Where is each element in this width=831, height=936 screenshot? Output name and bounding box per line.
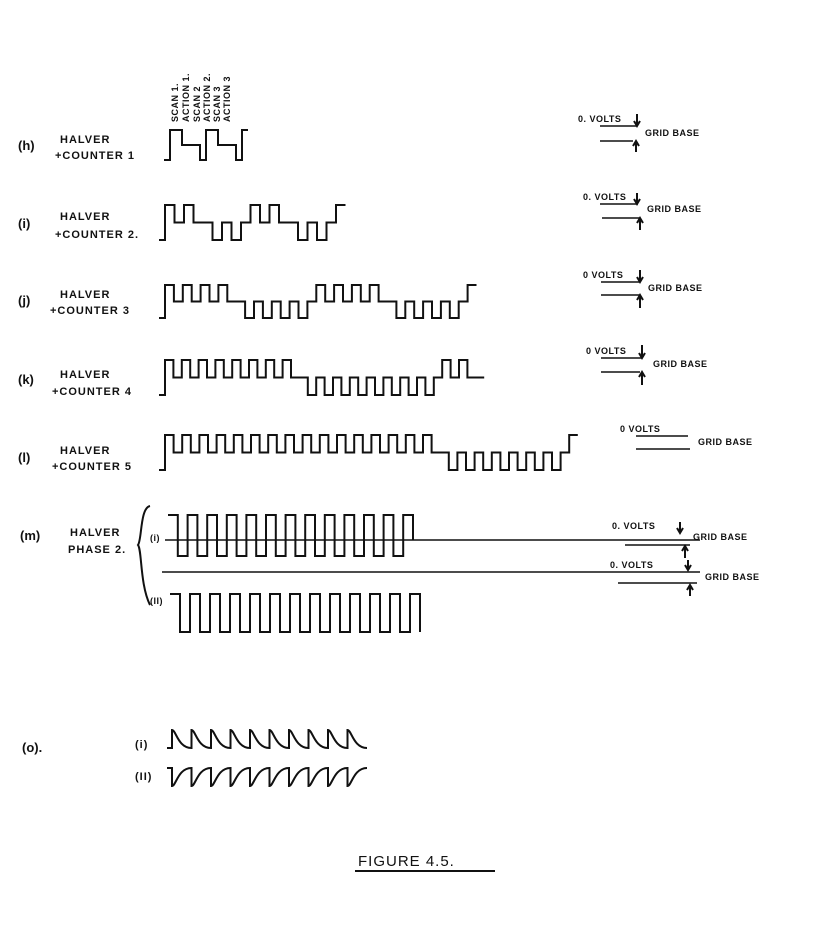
- column-label-action-1: ACTION 1.: [181, 73, 191, 122]
- zero-volts-label: 0 VOLTS: [583, 270, 623, 280]
- row-tag: (l): [18, 450, 30, 465]
- row-label-line1: HALVER: [60, 134, 110, 146]
- zero-volts-label: 0. VOLTS: [610, 560, 653, 570]
- zero-volts-label: 0 VOLTS: [586, 346, 626, 356]
- row-tag: (h): [18, 138, 35, 153]
- waveform-i: [159, 204, 346, 241]
- annotation-h: 0. VOLTS GRID BASE: [578, 114, 700, 142]
- grid-base-label: GRID BASE: [653, 359, 708, 369]
- arrow-up-icon: [636, 216, 644, 230]
- zero-volts-label: 0. VOLTS: [578, 114, 621, 124]
- waveform-m-ii: [170, 593, 421, 633]
- brace: [136, 505, 151, 606]
- annotation-l: 0 VOLTS GRID BASE: [620, 424, 753, 450]
- sub-label-i: (i): [150, 533, 160, 543]
- arrow-down-icon: [638, 345, 646, 360]
- arrow-up-icon: [636, 293, 644, 308]
- row-label-line1: HALVER: [60, 211, 110, 223]
- grid-base-label: GRID BASE: [698, 437, 753, 447]
- grid-base-label: GRID BASE: [693, 532, 748, 542]
- row-o-label: (o). (i) (II): [22, 739, 152, 783]
- waveforms: [159, 114, 694, 788]
- annotation-k: 0 VOLTS GRID BASE: [586, 346, 708, 373]
- row-h-label: (h) HALVER +COUNTER 1: [18, 134, 135, 162]
- row-m-label: (m) HALVER PHASE 2. (i) (II): [20, 505, 163, 606]
- column-label-action-3: ACTION 3: [222, 76, 232, 122]
- row-i-label: (i) HALVER +COUNTER 2.: [18, 211, 139, 241]
- arrow-down-icon: [676, 522, 684, 535]
- column-labels: SCAN 1. ACTION 1. SCAN 2 ACTION 2. SCAN …: [170, 73, 232, 122]
- arrow-up-icon: [686, 583, 694, 596]
- row-j-label: (j) HALVER +COUNTER 3: [18, 289, 130, 317]
- row-label-line2: +COUNTER 5: [52, 461, 132, 473]
- row-k-label: (k) HALVER +COUNTER 4: [18, 369, 132, 398]
- sub-label-ii: (II): [150, 596, 163, 606]
- row-tag: (m): [20, 528, 40, 543]
- arrow-down-icon: [684, 560, 692, 572]
- row-label-line2: +COUNTER 2.: [55, 229, 139, 241]
- sub-label-i: (i): [135, 739, 148, 751]
- row-tag: (i): [18, 216, 30, 231]
- arrow-up-icon: [638, 370, 646, 385]
- sub-label-ii: (II): [135, 771, 152, 783]
- row-label-line2: +COUNTER 1: [55, 150, 135, 162]
- row-label-line1: HALVER: [60, 445, 110, 457]
- row-label-line2: +COUNTER 3: [50, 305, 130, 317]
- zero-volts-label: 0 VOLTS: [620, 424, 660, 434]
- row-label-line2: PHASE 2.: [68, 544, 126, 556]
- annotation-j: 0 VOLTS GRID BASE: [583, 270, 703, 296]
- annotation-i: 0. VOLTS GRID BASE: [583, 192, 702, 219]
- column-label-scan-2: SCAN 2: [192, 86, 202, 122]
- row-label-line1: HALVER: [60, 289, 110, 301]
- arrow-down-icon: [636, 270, 644, 284]
- column-label-scan-1: SCAN 1.: [170, 83, 180, 122]
- arrow-down-icon: [633, 193, 641, 206]
- arrow-down-icon: [633, 114, 641, 128]
- arrow-up-icon: [681, 544, 689, 558]
- row-l-label: (l) HALVER +COUNTER 5: [18, 445, 132, 473]
- waveform-l: [159, 434, 578, 471]
- row-label-line1: HALVER: [60, 369, 110, 381]
- row-label-line2: +COUNTER 4: [52, 386, 132, 398]
- waveform-m-i: [168, 514, 414, 557]
- row-tag: (k): [18, 372, 34, 387]
- column-label-scan-3: SCAN 3: [212, 86, 222, 122]
- spike-train-ii: [167, 766, 368, 788]
- zero-volts-label: 0. VOLTS: [583, 192, 626, 202]
- figure-title: FIGURE 4.5.: [358, 853, 455, 870]
- column-label-action-2: ACTION 2.: [202, 73, 212, 122]
- waveform-h: [164, 129, 248, 161]
- row-tag: (o).: [22, 740, 42, 755]
- row-label-line1: HALVER: [70, 527, 120, 539]
- waveform-j: [159, 284, 477, 319]
- voltage-annotations: 0. VOLTS GRID BASE 0. VOLTS GRID BASE 0 …: [578, 114, 760, 584]
- grid-base-label: GRID BASE: [648, 283, 703, 293]
- row-tag: (j): [18, 293, 30, 308]
- waveform-k: [159, 359, 485, 396]
- grid-base-label: GRID BASE: [705, 572, 760, 582]
- annotation-m-i: 0. VOLTS GRID BASE: [612, 521, 748, 546]
- grid-base-label: GRID BASE: [647, 204, 702, 214]
- grid-base-label: GRID BASE: [645, 128, 700, 138]
- zero-volts-label: 0. VOLTS: [612, 521, 655, 531]
- arrow-up-icon: [632, 139, 640, 152]
- annotation-m-ii: 0. VOLTS GRID BASE: [610, 560, 760, 584]
- spike-train-i: [167, 728, 368, 750]
